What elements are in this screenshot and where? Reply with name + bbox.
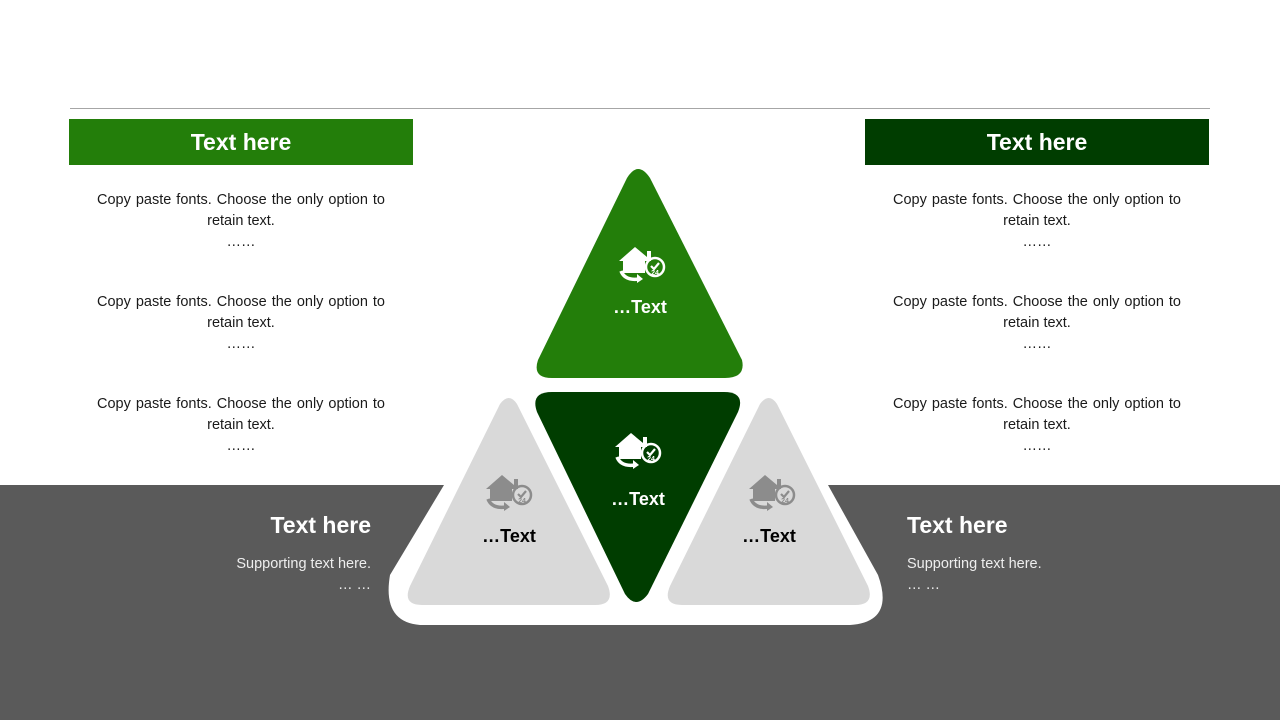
- triangle-right: [667, 398, 870, 605]
- right-item-2-line2: retain text.: [1003, 315, 1071, 331]
- right-item-2-line1: Copy paste fonts. Choose the only option…: [893, 294, 1181, 310]
- right-item-2-dots: ……: [1022, 336, 1052, 352]
- triangle-left-label: …Text: [482, 526, 536, 546]
- right-header: Text here: [865, 119, 1209, 165]
- right-item-3: Copy paste fonts. Choose the only option…: [893, 394, 1181, 457]
- triangle-right-label: …Text: [742, 526, 796, 546]
- bottom-right-subtitle: Supporting text here.: [907, 556, 1042, 572]
- bottom-left-subtitle: Supporting text here.: [236, 556, 371, 572]
- triangle-center: [535, 392, 741, 602]
- right-item-1-line1: Copy paste fonts. Choose the only option…: [893, 192, 1181, 208]
- triangle-top-label: …Text: [613, 297, 667, 317]
- left-item-3: Copy paste fonts. Choose the only option…: [97, 394, 385, 457]
- left-header: Text here: [69, 119, 413, 165]
- top-divider: [70, 108, 1210, 109]
- triangle-top: [536, 169, 743, 378]
- right-item-3-line1: Copy paste fonts. Choose the only option…: [893, 396, 1181, 412]
- left-item-3-line1: Copy paste fonts. Choose the only option…: [97, 396, 385, 412]
- left-item-2: Copy paste fonts. Choose the only option…: [97, 292, 385, 355]
- triangle-center-label: …Text: [611, 489, 665, 509]
- bottom-left-subtitle-block: Supporting text here. … …: [236, 554, 371, 596]
- right-item-3-dots: ……: [1022, 438, 1052, 454]
- right-item-1-dots: ……: [1022, 234, 1052, 250]
- bottom-left-dots: … …: [337, 577, 371, 593]
- right-item-3-line2: retain text.: [1003, 417, 1071, 433]
- left-item-1-line2: retain text.: [207, 213, 275, 229]
- left-item-1-line1: Copy paste fonts. Choose the only option…: [97, 192, 385, 208]
- left-item-2-dots: ……: [226, 336, 256, 352]
- bottom-right-title: Text here: [907, 512, 1008, 538]
- left-item-3-line2: retain text.: [207, 417, 275, 433]
- left-item-1: Copy paste fonts. Choose the only option…: [97, 190, 385, 253]
- right-item-1-line2: retain text.: [1003, 213, 1071, 229]
- left-item-2-line2: retain text.: [207, 315, 275, 331]
- bottom-left-title: Text here: [270, 512, 371, 538]
- bottom-right-subtitle-block: Supporting text here. … …: [907, 554, 1042, 596]
- bottom-right-dots: … …: [907, 577, 941, 593]
- left-item-3-dots: ……: [226, 438, 256, 454]
- triangle-left: [407, 398, 610, 605]
- left-item-2-line1: Copy paste fonts. Choose the only option…: [97, 294, 385, 310]
- left-item-1-dots: ……: [226, 234, 256, 250]
- right-item-2: Copy paste fonts. Choose the only option…: [893, 292, 1181, 355]
- right-item-1: Copy paste fonts. Choose the only option…: [893, 190, 1181, 253]
